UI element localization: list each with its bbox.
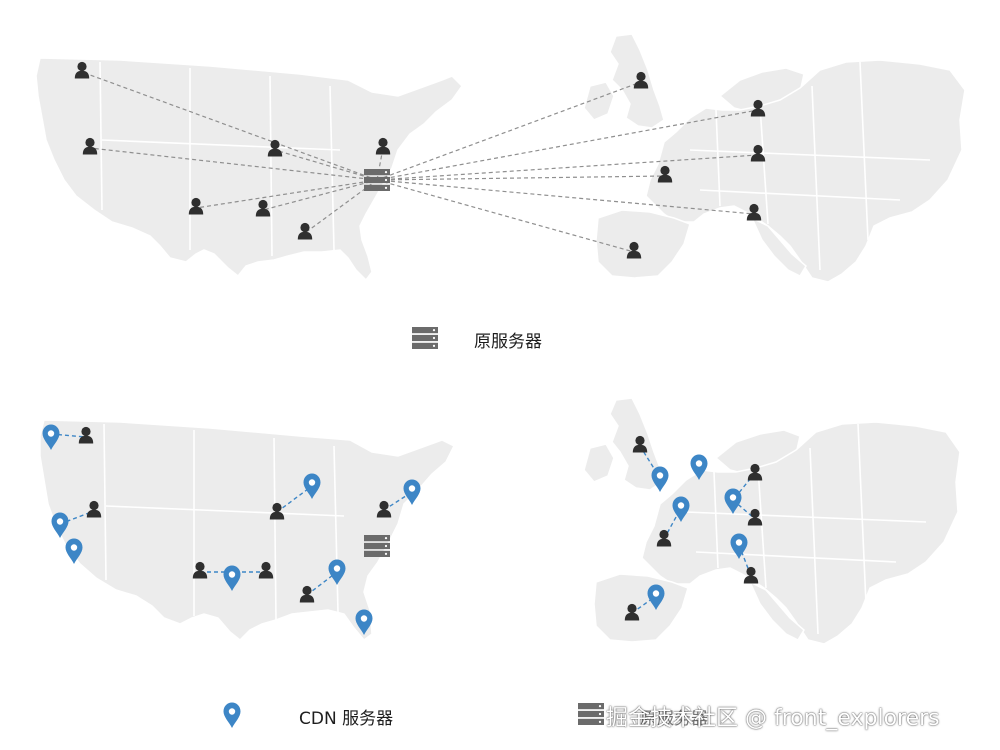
italy-top — [750, 216, 807, 277]
britain-bottom — [609, 397, 663, 491]
top-panel — [35, 33, 966, 349]
watermark: 掘金技术社区 @ front_explorers — [606, 706, 940, 731]
ireland-top — [583, 81, 615, 121]
iberia-top — [595, 209, 691, 279]
legend-pin-icon — [223, 702, 241, 728]
europe-map-top — [583, 33, 966, 283]
origin-links — [81, 71, 759, 253]
continent-bottom — [641, 421, 961, 645]
legend-origin-label: 原服务器 — [474, 332, 542, 352]
legend-server-icon — [412, 327, 438, 349]
europe-map-bottom — [583, 397, 961, 645]
legend-server-icon — [578, 703, 604, 725]
italy-bottom — [748, 580, 805, 641]
usa-borders-top — [99, 61, 103, 211]
legend-cdn-label: CDN 服务器 — [299, 709, 394, 729]
origin-server-icon — [364, 535, 390, 557]
bottom-panel — [39, 397, 961, 728]
usa-map-bottom — [39, 419, 456, 642]
britain-top — [609, 33, 665, 129]
ireland-bottom — [583, 443, 615, 483]
iberia-bottom — [593, 573, 689, 643]
continent-top — [645, 59, 966, 283]
legend-origin-label-bottom: 原服务器 — [640, 709, 708, 729]
usa-map-top — [35, 57, 463, 282]
origin-server-icon — [364, 169, 390, 191]
